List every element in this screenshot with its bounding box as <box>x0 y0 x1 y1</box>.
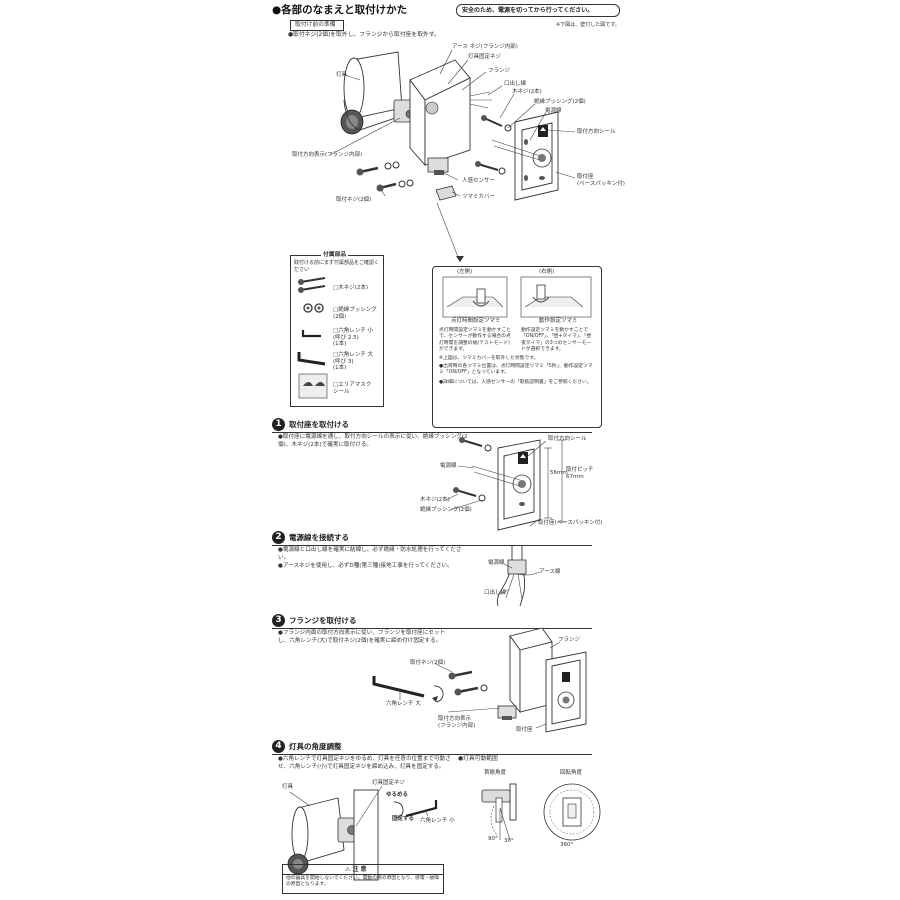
label-power-wire: 電源線 <box>545 108 562 114</box>
step-2-label-outlet: 口出し線 <box>484 590 507 596</box>
label-outlet-wire: 口出し線 <box>504 81 527 87</box>
step-2-title: 電源線を接続する <box>289 533 349 542</box>
step-3-label-screws: 取付ネジ(2個) <box>410 660 446 666</box>
caution-title-bar: ⚠ 注 意 <box>283 865 443 875</box>
accessories-intro: 取付ける前にまず付属部品をご確認ください <box>294 260 380 273</box>
step-2-text-1: ●電源線と口出し線を確実に結線し、必ず絶縁・防水処理を行ってください。 <box>278 547 462 561</box>
page-title: ●各部のなまえと取付けかた <box>272 4 408 16</box>
step-2-text-2: ●アースネジを使用し、必ずD種(第三種)接地工事を行ってください。 <box>278 563 453 569</box>
step-4-label-90: 90° <box>488 836 498 842</box>
accessory-item-large-wrench: □六角レンチ 大 (呼び 3) (1本) <box>333 352 373 372</box>
safety-notice: 安全のため、電源を切ってから行ってください。 <box>462 7 594 14</box>
sensor-left-caption: 点灯時間設定ツマミ <box>451 318 501 324</box>
step-4-label-tilt: 首振角度 <box>484 770 507 776</box>
label-mounting-base: 取付座 (ベースパッキン付) <box>577 174 625 187</box>
sensor-right-caption: 動作設定ツマミ <box>539 318 578 324</box>
figure-note: ※下図は、壁付した図です。 <box>556 22 620 28</box>
label-insulating-bushing: 絶縁ブッシング(2個) <box>534 99 586 105</box>
prep-instruction: ●取付ネジ(2個)を取外し、フランジから取付座を取外す。 <box>288 32 440 38</box>
step-1-title: 取付座を取付ける <box>289 420 349 429</box>
accessory-item-bushing: □絶縁ブッシング (2個) <box>333 307 377 320</box>
step-1-label-base: 取付座(ベースパッキン付) <box>538 520 603 526</box>
accessory-item-wood-screw: □木ネジ(2本) <box>333 285 368 291</box>
mount-screws-drawing <box>356 161 414 192</box>
step-3-number: 3 <box>272 614 285 627</box>
accessories-box: 付属部品 取付ける前にまず付属部品をご確認ください □木ネジ(2本) □絶縁ブッ… <box>290 252 384 407</box>
step-4-label-lock-screw: 灯具固定ネジ <box>372 780 406 786</box>
knob-cover-drawing <box>435 185 457 201</box>
sensor-panel: (左側) (右側) 点灯時間設定ツマミ 動作設定ツマミ 点灯時間設定ツマミを動か… <box>432 266 602 428</box>
step-1-label-wood-screw: 木ネジ(2本) <box>420 497 450 503</box>
step-3-label-flange: フランジ <box>558 637 581 643</box>
caution-title: ⚠ 注 意 <box>345 866 367 873</box>
step-3-label-wrench: 六角レンチ 大 <box>386 701 421 707</box>
step-2-label-earth: アース線 <box>539 569 561 575</box>
step-1-label-bushing: 絶縁ブッシング(2個) <box>420 507 472 513</box>
prep-heading: 取付け前の準備 <box>295 22 336 28</box>
label-earth-screw: アース ネジ(フランジ内部) <box>452 44 518 50</box>
label-fixture-lock-screw: 灯具固定ネジ <box>468 54 502 60</box>
step-4-header: 4 灯具の角度調整 <box>272 740 592 755</box>
step-3-title: フランジを取付ける <box>289 616 357 625</box>
step-1-label-56: 56mm <box>550 470 568 476</box>
sensor-right-tag: (右側) <box>539 269 555 275</box>
step-3-header: 3 フランジを取付ける <box>272 614 592 629</box>
step-1-label-pitch: 取付ピッチ 67mm <box>566 467 594 480</box>
label-flange: フランジ <box>488 68 511 74</box>
sensor-right-desc: 動作設定ツマミを動かすことで「ON/OFF」、「昼+タイマ」、「昼夜タイマ」の3… <box>521 328 592 353</box>
step-1-number: 1 <box>272 418 285 431</box>
step-4-number: 4 <box>272 740 285 753</box>
label-direction-mark: 取付方向表示(フランジ内部) <box>292 152 363 158</box>
step-4-label-fix: 固定する <box>392 816 415 822</box>
accessories-drawings <box>297 277 328 399</box>
step-2-header: 2 電源線を接続する <box>272 531 592 546</box>
step-1-label-seal: 取付方向シール <box>548 436 587 442</box>
safety-notice-box: 安全のため、電源を切ってから行ってください。 <box>456 4 620 17</box>
step-2-label-power: 電源線 <box>488 560 505 566</box>
sensor-left-tag: (左側) <box>457 269 473 275</box>
label-mount-screws: 取付ネジ(2個) <box>336 197 372 203</box>
caution-text: 他の器具を開始しないでください。開動の際の原因となり、感電・故障の原因となります… <box>286 876 440 888</box>
sensor-knob-drawings <box>442 276 592 318</box>
step-3-text: ●フランジ内面の取付方向表示に従い、フランジを取付座にセットし、六角レンチ(大)… <box>278 630 446 644</box>
label-motion-sensor: 人感センサー <box>462 178 496 184</box>
sensor-note-1: ●出荷時の各ツマミ位置は、点灯時間設定ツマミ「5秒」、動作設定ツマミ「ON/OF… <box>439 364 593 376</box>
step-4-label-small-wrench: 六角レンチ 小 <box>420 818 455 824</box>
label-wood-screw: 木ネジ(2本) <box>512 89 542 95</box>
step-3-label-direction: 取付方向表示 (フランジ内部) <box>438 716 476 729</box>
accessory-item-mask-seal: □エリアマスク シール <box>333 382 372 395</box>
step-4-title: 灯具の角度調整 <box>289 742 342 751</box>
flange-drawing <box>409 59 492 175</box>
accessory-item-small-wrench: □六角レンチ 小 (呼び 2.5) (1本) <box>333 328 373 348</box>
step-4-label-loosen: ゆるめる <box>386 792 409 798</box>
step-2-number: 2 <box>272 531 285 544</box>
step-4-label-30: 30° <box>504 838 514 844</box>
prep-heading-box: 取付け前の準備 <box>290 20 344 31</box>
label-fixture: 灯具 <box>336 72 348 78</box>
sensor-left-desc: 点灯時間設定ツマミを動かすことで、センサーが動作する場合の点灯時間を調整の幅(テ… <box>439 328 511 353</box>
step-4-range-title: ●灯具可動範囲 <box>458 756 498 762</box>
sensor-note-2: ●詳細については、人感センサーの「取扱説明書」をご参照ください。 <box>439 380 592 385</box>
step-1-label-power: 電源線 <box>440 463 457 469</box>
step-4-text: ●六角レンチで灯具固定ネジをゆるめ、灯具を任意の位置まで可動させ、六角レンチ(小… <box>278 756 451 770</box>
mounting-base-drawing <box>491 111 559 201</box>
accessories-title: 付属部品 <box>321 252 349 259</box>
step-1-header: 1 取付座を取付ける <box>272 418 592 433</box>
step-1-text: ●取付座に電源線を通し、取付方向シールの表示に従い、絶縁ブッシング(2個)、木ネ… <box>278 434 468 448</box>
step-4-label-360: 360° <box>560 842 574 848</box>
step-4-label-fixture: 灯具 <box>282 784 294 790</box>
sensor-note-top: ※上図は、ツマミカバーを取外した状態です。 <box>439 356 539 361</box>
caution-box: ⚠ 注 意 他の器具を開始しないでください。開動の際の原因となり、感電・故障の原… <box>282 864 444 894</box>
step-3-label-base: 取付座 <box>516 727 533 733</box>
wood-screws-drawing <box>475 115 512 175</box>
label-direction-seal: 取付方向シール <box>577 129 616 135</box>
label-knob-cover: ツマミカバー <box>462 194 496 200</box>
step-4-label-rotate: 回転角度 <box>560 770 583 776</box>
